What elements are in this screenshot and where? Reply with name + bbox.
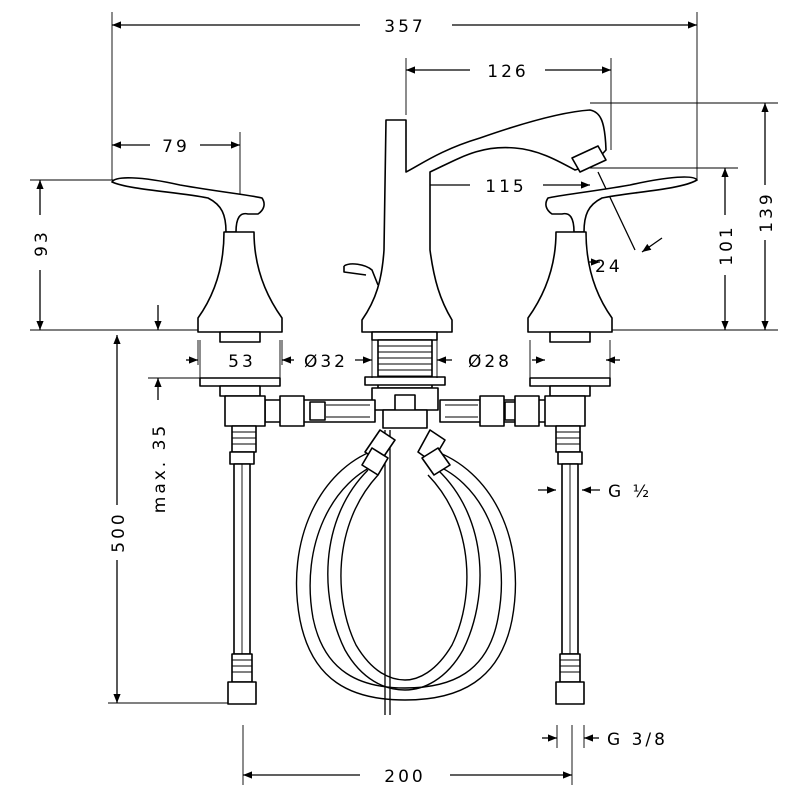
right-handle-body	[527, 231, 613, 333]
label-center-spacing: 200	[384, 767, 425, 787]
spout-body	[361, 109, 607, 333]
label-handle-reach: 79	[162, 137, 190, 157]
label-spout-reach: 126	[487, 62, 528, 82]
label-handle-base: 53	[228, 352, 256, 372]
left-handle-body	[197, 231, 283, 333]
right-handle	[527, 176, 698, 705]
label-spout-diameter: Ø32	[304, 352, 348, 372]
label-hose-length: 500	[109, 511, 129, 552]
dim-line-aerator	[597, 171, 636, 251]
spout-collar	[371, 331, 438, 341]
deck-lines	[199, 340, 611, 378]
label-handle-diameter: Ø28	[468, 352, 512, 372]
label-handle-height: 93	[32, 229, 52, 257]
pop-up-lever	[343, 263, 379, 286]
label-aerator: 24	[595, 257, 623, 277]
label-connection-thread: G 3/8	[607, 730, 668, 750]
left-lever	[111, 177, 265, 233]
label-spout-height: 139	[757, 191, 777, 232]
flex-hose-loop	[295, 430, 517, 715]
right-connection-nut	[555, 681, 585, 705]
spout	[343, 109, 607, 341]
label-handle-total-height: 101	[717, 224, 737, 265]
dimension-labels: 357 126 79 115 24 93 139 101 53 Ø32 Ø28 …	[32, 17, 777, 787]
label-overall-width: 357	[384, 17, 425, 37]
right-lever	[545, 176, 698, 233]
dimension-lines	[36, 21, 769, 779]
left-valve-body	[224, 395, 266, 427]
label-inlet-thread: G ½	[608, 482, 652, 502]
aerator	[571, 145, 607, 173]
label-outlet-offset: 115	[485, 177, 526, 197]
spout-shank	[364, 339, 446, 429]
left-connection-nut	[227, 681, 257, 705]
left-handle	[111, 177, 283, 705]
right-valve-body	[544, 395, 586, 427]
label-deck-thickness: max. 35	[150, 423, 170, 513]
